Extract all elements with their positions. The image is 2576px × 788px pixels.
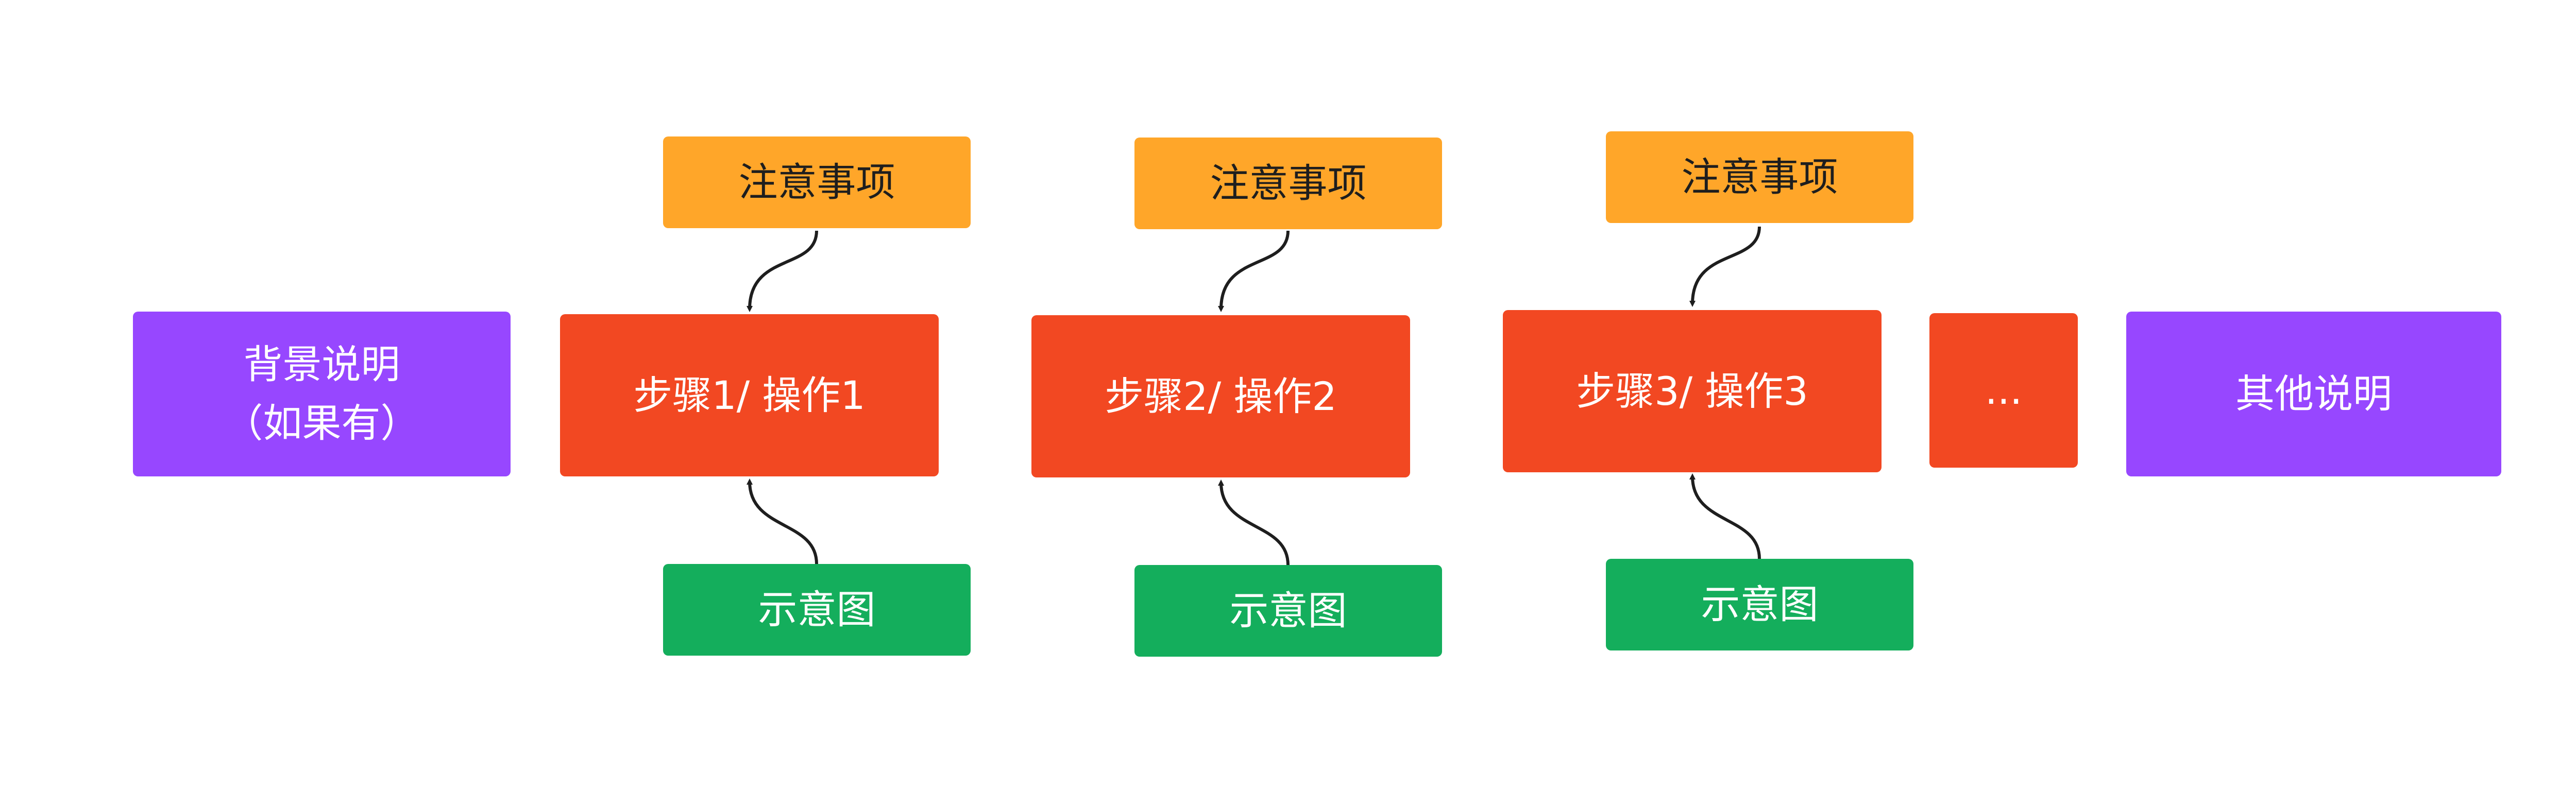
step-node-3: 步骤3/ 操作3 — [1503, 310, 1882, 472]
note-connector-1 — [747, 230, 818, 312]
image-node-2: 示意图 — [1134, 565, 1442, 657]
ellipsis-node: ... — [1929, 313, 2078, 468]
note-label-2: 注意事项 — [1210, 160, 1367, 206]
image-connector-1 — [747, 478, 818, 564]
note-node-3: 注意事项 — [1606, 131, 1913, 223]
image-label-3: 示意图 — [1701, 581, 1819, 627]
ellipsis-label: ... — [1985, 367, 2023, 413]
step-label-3: 步骤3/ 操作3 — [1576, 368, 1808, 414]
step-label-2: 步骤2/ 操作2 — [1105, 373, 1337, 419]
note-connector-3 — [1689, 226, 1761, 307]
image-connector-2 — [1218, 479, 1290, 566]
note-connector-2 — [1218, 230, 1290, 312]
step-node-1: 步骤1/ 操作1 — [560, 314, 939, 476]
step-node-2: 步骤2/ 操作2 — [1031, 315, 1410, 477]
background-line-1: 背景说明 — [243, 341, 400, 387]
image-node-1: 示意图 — [663, 564, 971, 656]
image-node-3: 示意图 — [1606, 559, 1913, 650]
note-label-3: 注意事项 — [1681, 154, 1838, 200]
background-line-2: （如果有） — [224, 400, 420, 446]
image-label-2: 示意图 — [1229, 588, 1347, 633]
note-node-1: 注意事项 — [663, 136, 971, 228]
note-label-1: 注意事项 — [738, 159, 895, 205]
step-label-1: 步骤1/ 操作1 — [633, 372, 866, 418]
image-connector-3 — [1689, 473, 1761, 559]
image-label-1: 示意图 — [758, 587, 876, 632]
note-node-2: 注意事项 — [1134, 138, 1442, 229]
other-label: 其他说明 — [2235, 371, 2392, 417]
background-node: 背景说明 （如果有） — [133, 312, 511, 476]
other-node: 其他说明 — [2126, 312, 2501, 476]
